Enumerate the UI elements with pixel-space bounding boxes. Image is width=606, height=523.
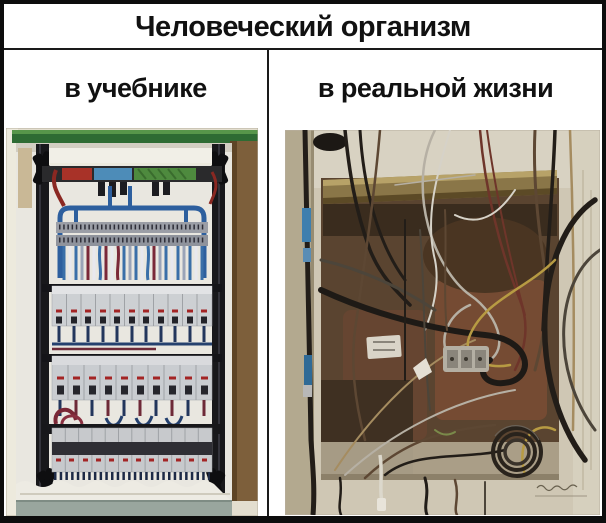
junction-boxes [366, 334, 489, 380]
tangled-wires-photo [285, 130, 600, 515]
title-divider-line [4, 48, 602, 50]
wall-niche [313, 133, 559, 480]
terminal-wires [62, 245, 204, 281]
breaker-row-3 [42, 424, 222, 480]
meme-title: Человеческий организм [135, 10, 471, 43]
electrical-panel-photo [6, 128, 258, 516]
white-cable-drop [377, 454, 386, 511]
breaker-row-2 [42, 354, 222, 427]
terminal-strips [56, 222, 208, 246]
column-divider-line [267, 48, 269, 516]
breaker-row-1 [42, 284, 222, 351]
cabinet-bottom [16, 481, 232, 516]
taped-cable [302, 130, 317, 515]
top-busbar [42, 148, 222, 207]
wall-handwriting-scribble [535, 484, 587, 497]
blue-wire-loop [57, 186, 207, 278]
panel-label-textbook: в учебнике [64, 72, 207, 103]
cable-coil [491, 425, 543, 478]
panel-label-real-life: в реальной жизни [317, 72, 554, 103]
din-rails [36, 144, 225, 496]
wires-tangle [318, 130, 600, 515]
